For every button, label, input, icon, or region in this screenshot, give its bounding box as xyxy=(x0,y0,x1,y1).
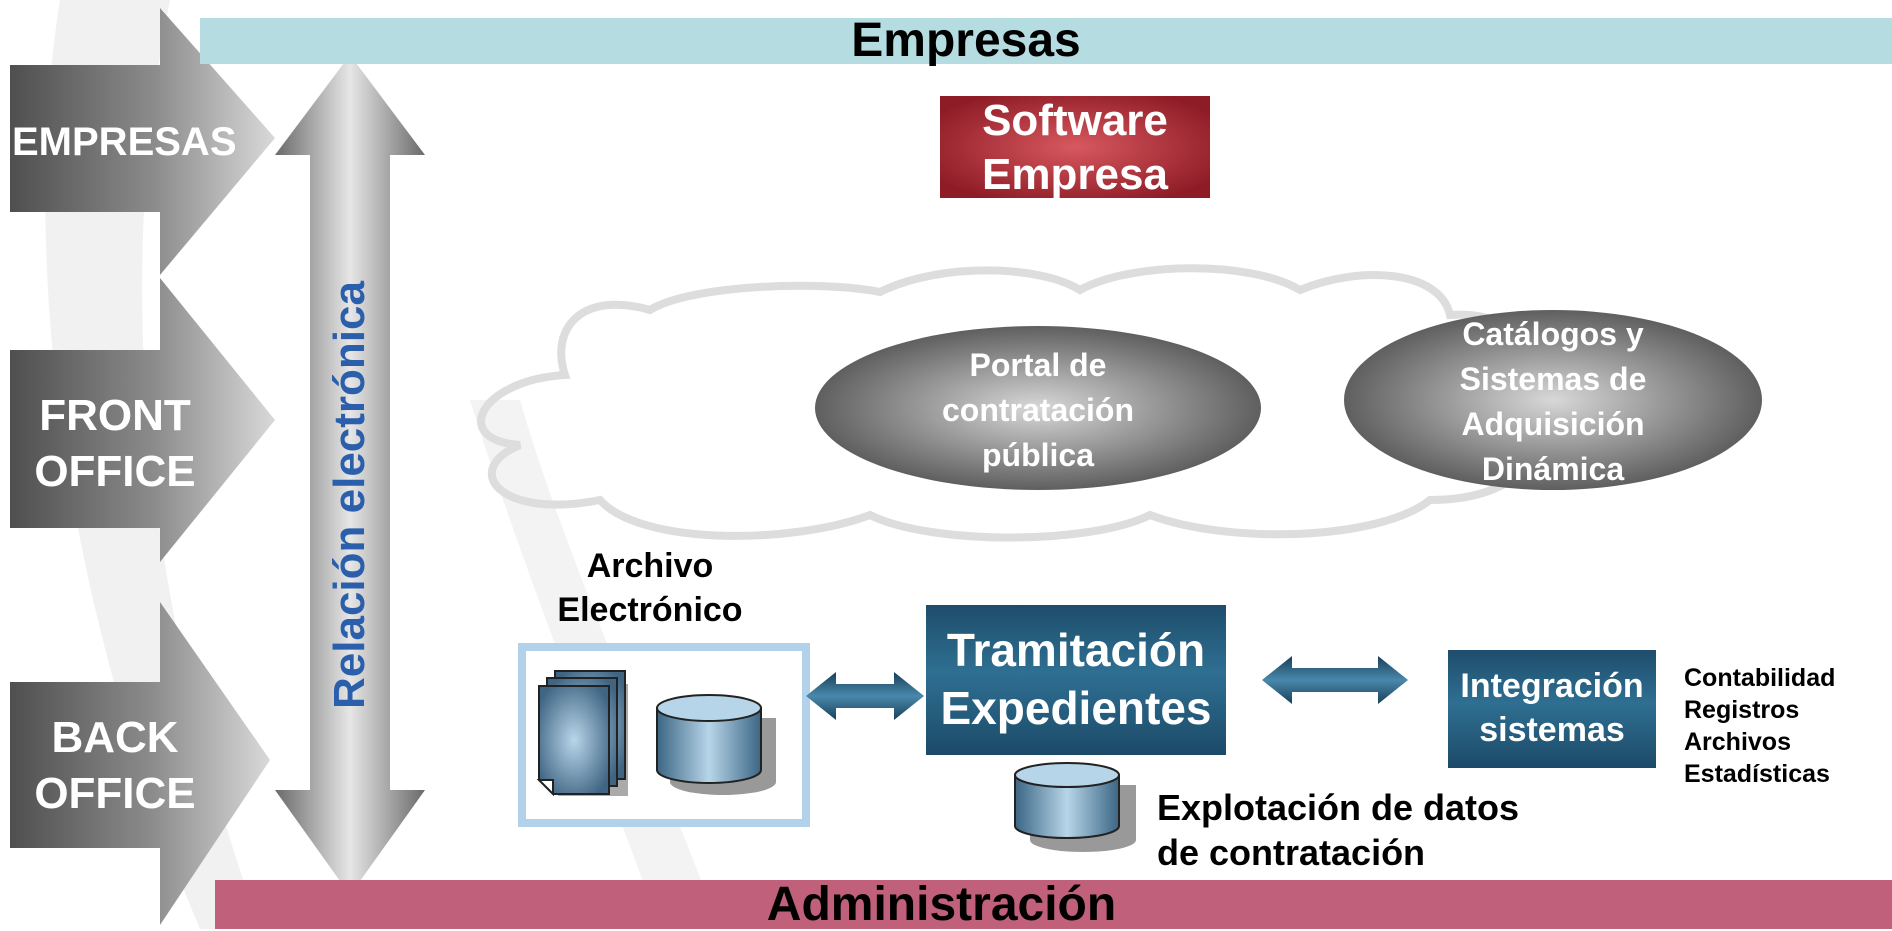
software-line-1: Software xyxy=(982,96,1168,145)
administracion-bar-label: Administración xyxy=(766,878,1117,931)
list-item-estadisticas: Estadísticas xyxy=(1684,760,1830,788)
archivo-line-2: Electrónico xyxy=(557,591,743,629)
list-item-registros: Registros xyxy=(1684,696,1800,724)
front-office-label: FRONT OFFICE xyxy=(25,388,205,500)
database-icon xyxy=(656,694,776,795)
empresas-top-bar: Empresas xyxy=(200,17,1892,65)
list-item-archivos: Archivos xyxy=(1684,728,1791,756)
portal-line-3: pública xyxy=(981,437,1094,473)
portal-text: Portal de contratación pública xyxy=(838,343,1238,478)
documents-icon xyxy=(536,670,628,797)
catalogos-line-3: Adquisición xyxy=(1461,406,1645,442)
integracion-box: Integración sistemas xyxy=(1448,650,1656,768)
portal-line-1: Portal de xyxy=(969,347,1107,383)
catalogos-ellipse xyxy=(1344,310,1762,490)
catalogos-line-2: Sistemas de xyxy=(1459,361,1647,397)
catalogos-line-4: Dinámica xyxy=(1481,451,1625,487)
integracion-line-1: Integración xyxy=(1460,667,1644,705)
explotacion-database-icon xyxy=(1014,762,1136,852)
front-office-line-1: FRONT xyxy=(39,391,191,440)
back-office-line-2: OFFICE xyxy=(34,769,196,818)
empresas-column-label: EMPRESAS xyxy=(12,120,237,164)
portal-line-2: contratación xyxy=(941,392,1135,428)
explotacion-text: Explotación de datos de contratación xyxy=(1157,785,1519,875)
explotacion-line-1: Explotación de datos xyxy=(1157,787,1520,828)
software-line-2: Empresa xyxy=(982,150,1168,199)
explotacion-line-2: de contratación xyxy=(1157,832,1426,873)
catalogos-line-1: Catálogos y xyxy=(1462,316,1644,352)
catalogos-text: Catálogos y Sistemas de Adquisición Diná… xyxy=(1353,312,1753,492)
archivo-line-1: Archivo xyxy=(586,547,714,585)
software-empresa-text: Software Empresa xyxy=(940,94,1210,202)
relacion-electronica-label: Relación electrónica xyxy=(325,281,374,709)
software-empresa-box xyxy=(940,96,1210,198)
back-office-label: BACK OFFICE xyxy=(25,710,205,822)
empresas-bar-label: Empresas xyxy=(851,14,1081,67)
list-item-contabilidad: Contabilidad xyxy=(1684,664,1836,692)
tramitacion-integracion-arrow xyxy=(1262,656,1408,704)
tramitacion-line-2: Expedientes xyxy=(940,682,1212,734)
archivo-tramitacion-arrow xyxy=(806,672,924,720)
front-office-line-2: OFFICE xyxy=(34,447,196,496)
vertical-double-arrow xyxy=(275,55,425,895)
archivo-title: Archivo Electrónico xyxy=(530,544,770,632)
administracion-bottom-bar: Administración xyxy=(215,880,1892,929)
portal-ellipse xyxy=(815,326,1261,490)
back-office-arrow xyxy=(10,602,270,925)
empresas-arrow xyxy=(10,8,275,275)
tramitacion-box: Tramitación Expedientes xyxy=(926,605,1226,755)
tramitacion-line-1: Tramitación xyxy=(946,624,1206,676)
background-swoosh xyxy=(45,0,260,929)
front-office-arrow xyxy=(10,278,275,562)
back-office-line-1: BACK xyxy=(51,713,179,762)
integration-systems-list: Contabilidad Registros Archivos Estadíst… xyxy=(1684,662,1835,790)
integracion-line-2: sistemas xyxy=(1479,711,1625,749)
